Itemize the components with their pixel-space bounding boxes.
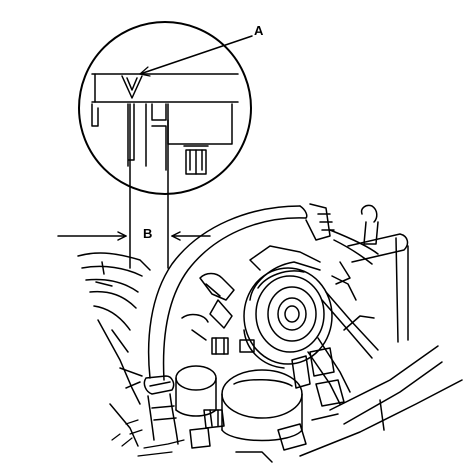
callout-a-label: A <box>254 23 264 38</box>
callout-b-label: B <box>143 226 153 241</box>
drive-belt <box>307 291 379 405</box>
callout-a-leader <box>139 35 253 77</box>
pulley-icon <box>243 245 333 369</box>
hose-icon <box>143 203 379 445</box>
dimension-b-lines <box>57 103 211 269</box>
belt-tension-indicator-icon <box>91 73 239 171</box>
engine-body-left <box>77 252 151 447</box>
engine-components <box>175 272 375 463</box>
magnified-detail-circle-icon <box>78 21 252 195</box>
lower-left-detail <box>111 419 185 457</box>
bolt-icon <box>183 145 209 175</box>
pipe-upper-right <box>335 204 409 343</box>
frame-right <box>299 345 463 457</box>
